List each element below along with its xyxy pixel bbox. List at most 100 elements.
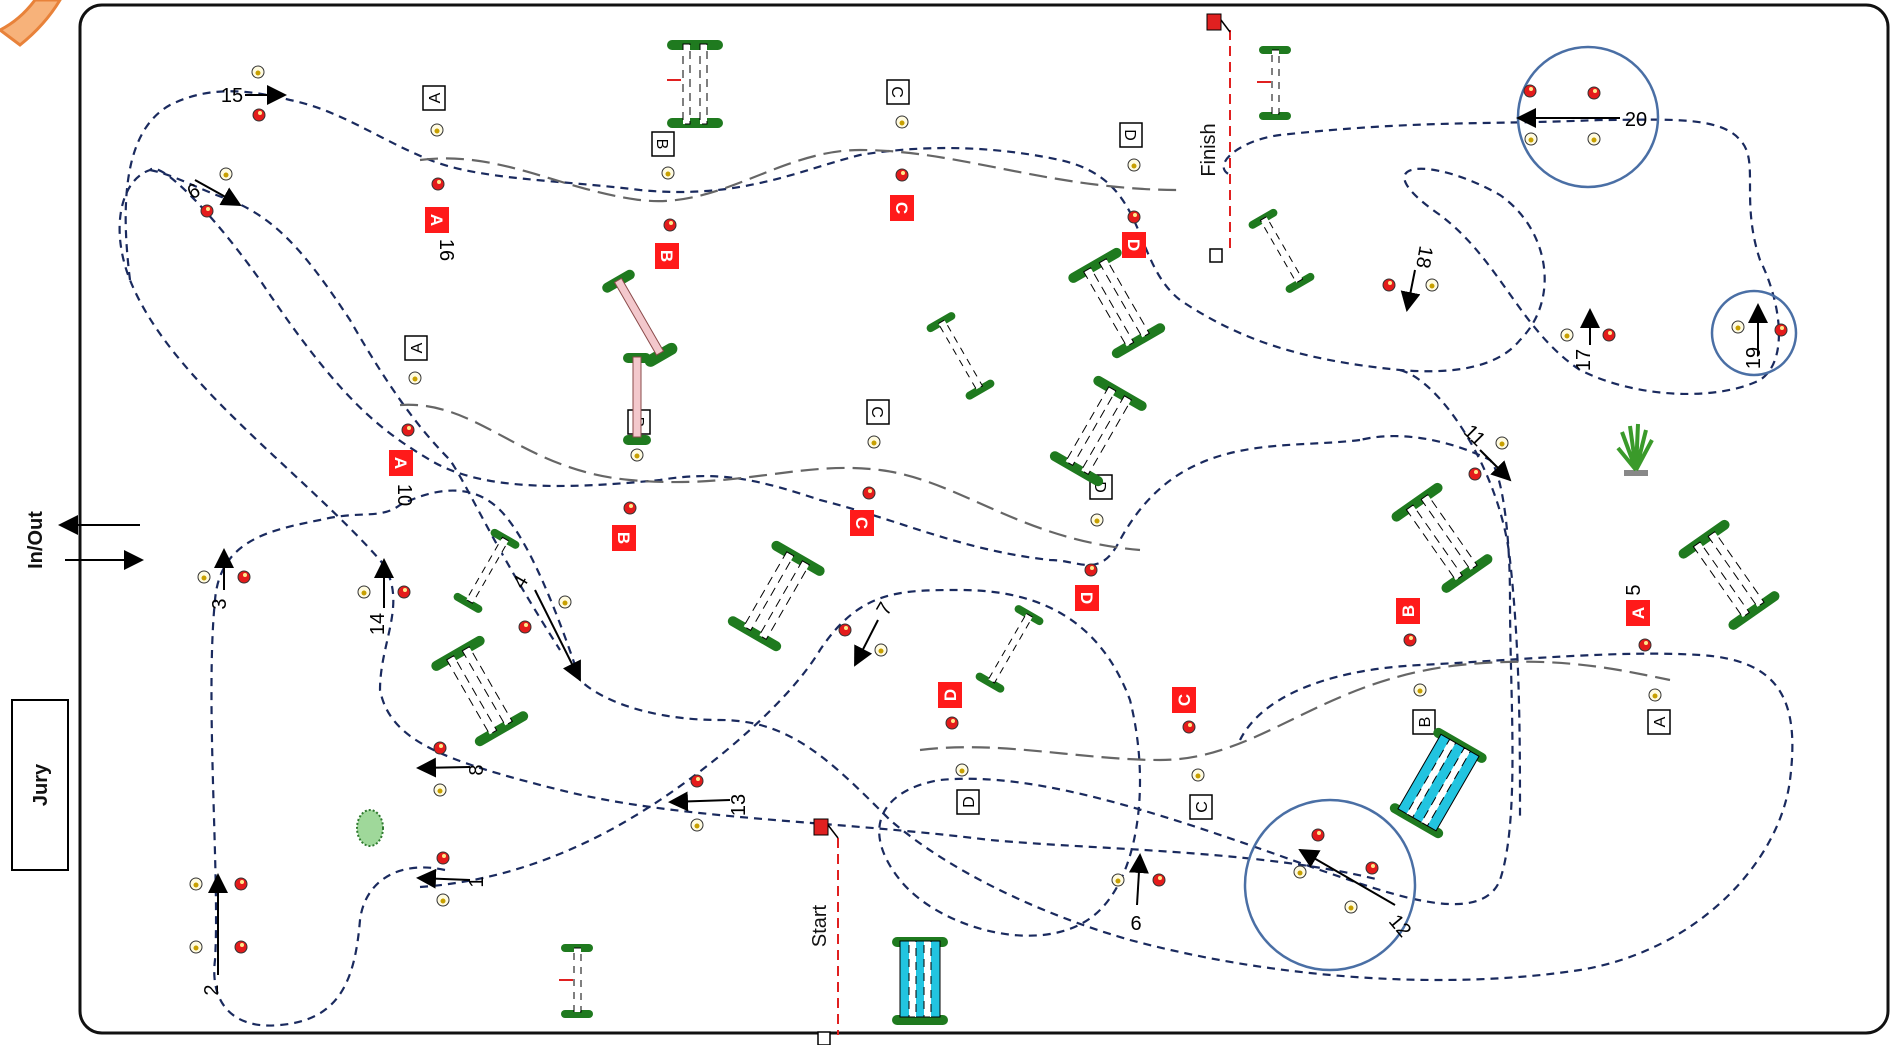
jury-box: Jury <box>11 699 69 871</box>
jump-pink-rail-2 <box>623 353 651 445</box>
svg-text:B: B <box>1417 717 1434 728</box>
jumps <box>431 40 1780 1025</box>
svg-text:B: B <box>657 250 676 262</box>
white-gate-b-top: B <box>651 131 675 157</box>
svg-text:B: B <box>614 532 633 544</box>
option-lines <box>399 148 1671 762</box>
svg-text:D: D <box>941 689 960 701</box>
white-gate-d-top: D <box>1119 122 1143 148</box>
svg-text:D: D <box>1124 239 1143 251</box>
svg-text:5: 5 <box>1623 584 1645 595</box>
obstacle-2: 2 <box>201 873 228 996</box>
svg-text:8: 8 <box>466 764 488 775</box>
obstacle-18: 18 <box>1400 244 1437 312</box>
finish-line: Finish <box>1198 13 1231 263</box>
white-gate-b-low: B <box>1412 709 1436 735</box>
finish-label: Finish <box>1198 123 1220 176</box>
jump-single-left <box>453 528 520 613</box>
bush-icon <box>356 809 384 847</box>
white-gate-c-mid: C <box>866 399 890 425</box>
obstacle-1: 1 <box>416 868 488 889</box>
svg-text:6: 6 <box>1130 913 1141 935</box>
svg-text:16: 16 <box>435 239 457 261</box>
obstacle-19: 19 <box>1743 303 1768 369</box>
obstacle-circle-19 <box>1710 289 1798 377</box>
svg-text:D: D <box>1077 592 1096 604</box>
jump-double-d <box>1068 247 1166 359</box>
svg-text:13: 13 <box>728 794 750 816</box>
white-gate-a-mid: A <box>404 335 428 361</box>
red-gate-b-top: B <box>655 243 679 269</box>
svg-text:A: A <box>409 342 426 353</box>
logo-fragment <box>0 0 62 47</box>
svg-text:D: D <box>961 796 978 808</box>
svg-text:3: 3 <box>209 598 231 609</box>
entrance: In/Out <box>25 511 144 570</box>
jump-double-far-right <box>1678 519 1780 630</box>
svg-text:20: 20 <box>1625 109 1647 131</box>
obstacle-circle-12 <box>1243 798 1417 972</box>
svg-text:15: 15 <box>221 85 243 107</box>
svg-text:C: C <box>1194 801 1211 813</box>
svg-text:A: A <box>1629 607 1648 619</box>
plant-icon <box>1616 423 1654 476</box>
jump-single-bottom <box>559 944 593 1018</box>
obstacle-16: 16 <box>435 239 457 261</box>
svg-text:B: B <box>1399 605 1418 617</box>
jump-single-finish <box>1248 208 1315 293</box>
svg-text:A: A <box>1652 716 1669 727</box>
red-gate-d-top: D <box>1122 232 1146 258</box>
red-gate-c-low: C <box>1172 687 1196 713</box>
jump-single-center <box>926 312 995 400</box>
jump-double-mid-right <box>1049 375 1147 487</box>
svg-text:2: 2 <box>201 984 223 995</box>
obstacle-3: 3 <box>209 548 234 610</box>
jump-water-bottom <box>892 937 948 1025</box>
svg-text:C: C <box>892 202 911 214</box>
svg-text:C: C <box>852 517 871 529</box>
arena-border <box>78 3 1890 1035</box>
jump-double-left <box>431 635 529 747</box>
jump-single-top <box>1257 46 1291 120</box>
jump-single-mid <box>975 605 1044 693</box>
white-gate-d-low: D <box>956 789 980 815</box>
obstacle-13: 13 <box>668 791 750 816</box>
jump-double-top <box>667 40 723 128</box>
red-gate-c-mid: C <box>850 510 874 536</box>
obstacle-10: 10 <box>393 484 415 506</box>
svg-text:18: 18 <box>1411 244 1437 270</box>
obstacle-8: 8 <box>416 757 488 778</box>
red-gate-d-mid: D <box>1075 585 1099 611</box>
svg-text:C: C <box>888 86 905 98</box>
red-gate-a-low: A <box>1626 600 1650 626</box>
red-gate-a-mid: A <box>389 450 413 476</box>
white-gate-a-low: A <box>1647 709 1671 735</box>
jump-double-right-mid <box>1391 482 1493 593</box>
white-gate-c-top: C <box>886 79 910 105</box>
svg-text:A: A <box>427 92 444 103</box>
jump-water-right <box>1389 727 1487 839</box>
obstacle-6: 6 <box>1128 853 1149 935</box>
svg-text:C: C <box>1175 694 1194 706</box>
jump-pink-rail <box>602 269 678 367</box>
svg-text:19: 19 <box>1743 347 1765 369</box>
red-gate-b-mid: B <box>612 525 636 551</box>
svg-text:A: A <box>391 457 410 469</box>
entrance-label: In/Out <box>25 511 47 569</box>
white-gate-c-low: C <box>1189 794 1213 820</box>
svg-text:14: 14 <box>367 613 389 635</box>
jury-label: Jury <box>30 763 52 806</box>
svg-text:C: C <box>868 406 885 418</box>
red-gate-d-low: D <box>938 682 962 708</box>
red-gate-a-top: A <box>425 207 449 233</box>
svg-text:17: 17 <box>1573 349 1595 371</box>
red-gate-markers: A B C D A B C D D C B A <box>389 195 1650 713</box>
white-gate-a-top: A <box>422 85 446 111</box>
svg-text:D: D <box>1091 481 1108 493</box>
obstacle-15: 15 <box>221 85 287 107</box>
svg-text:D: D <box>1121 129 1138 141</box>
jump-double-centre <box>727 540 825 652</box>
obstacle-17: 17 <box>1573 308 1600 371</box>
obstacle-14: 14 <box>367 558 394 635</box>
